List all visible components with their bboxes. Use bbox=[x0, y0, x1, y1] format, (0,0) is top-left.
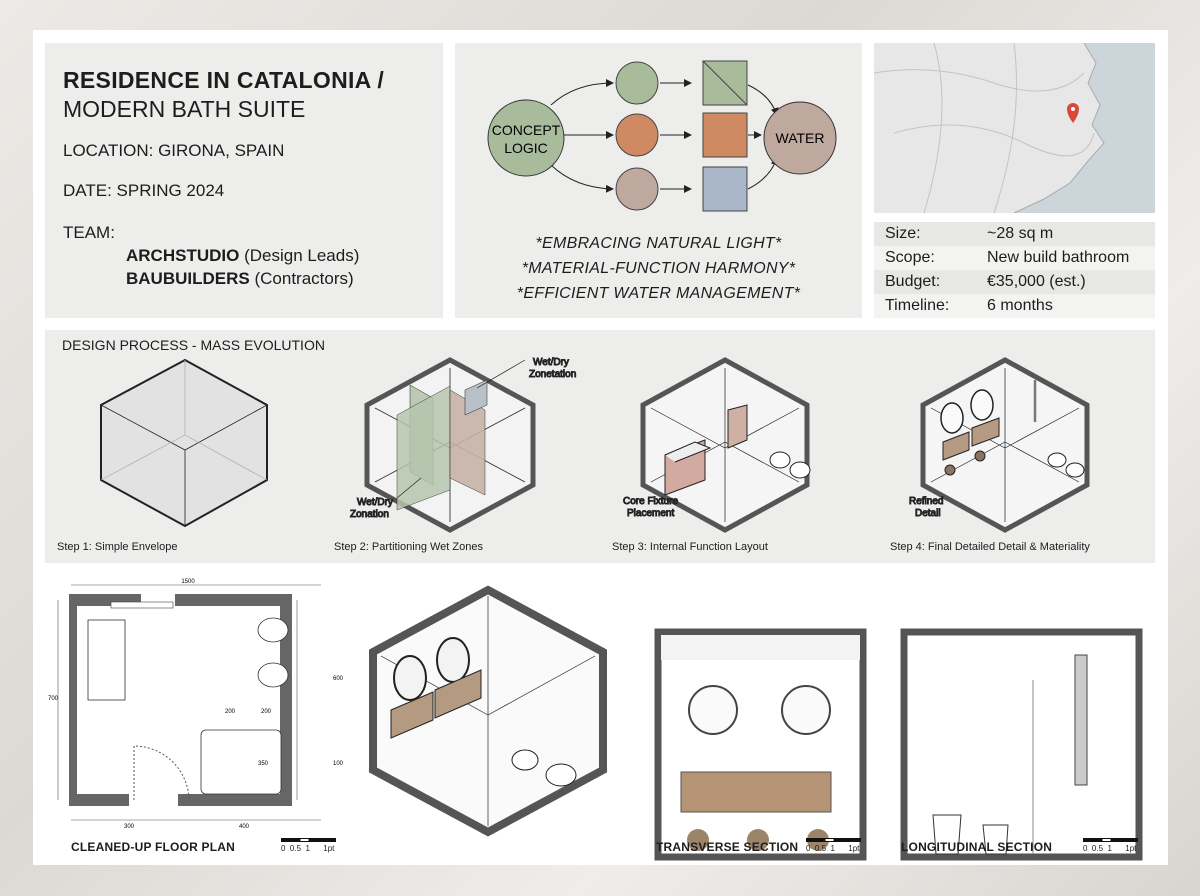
principle: *EMBRACING NATURAL LIGHT* bbox=[535, 235, 782, 252]
axonometric-view bbox=[369, 585, 607, 837]
technical-drawings: 1500 700 600 100 300 400 200 200 350 bbox=[48, 579, 1143, 861]
svg-text:200: 200 bbox=[261, 709, 272, 715]
svg-text:Zonation: Zonation bbox=[350, 509, 389, 520]
step-label: Step 3: Internal Function Layout bbox=[612, 541, 768, 553]
principle: *MATERIAL-FUNCTION HARMONY* bbox=[521, 260, 796, 277]
svg-text:1500: 1500 bbox=[181, 579, 195, 585]
water-node bbox=[763, 101, 837, 175]
svg-text:350: 350 bbox=[258, 761, 269, 767]
location: LOCATION: GIRONA, SPAIN bbox=[63, 141, 285, 160]
svg-text:400: 400 bbox=[239, 824, 250, 830]
step2-partitions: Wet/Dry Zonetation Wet/Dry Zonation bbox=[350, 357, 577, 533]
mass-evolution-panel: DESIGN PROCESS - MASS EVOLUTION Wet/Dry … bbox=[45, 330, 1155, 563]
scale-bar: 0 0.5 1 1pt bbox=[1083, 838, 1138, 853]
fact-row: Budget:€35,000 (est.) bbox=[874, 270, 1155, 294]
step3-fixtures: Core Fixture Placement bbox=[623, 357, 811, 533]
transverse-section bbox=[654, 628, 867, 861]
svg-text:LOGIC: LOGIC bbox=[504, 140, 548, 156]
floor-plan-caption: CLEANED-UP FLOOR PLAN bbox=[71, 840, 235, 854]
fact-row: Timeline:6 months bbox=[874, 294, 1155, 318]
team-name: ARCHSTUDIO bbox=[126, 246, 240, 265]
svg-text:Wet/Dry: Wet/Dry bbox=[533, 357, 569, 368]
team-member: BAUBUILDERS (Contractors) bbox=[63, 267, 425, 290]
orange-node bbox=[615, 113, 659, 157]
svg-text:Zonetation: Zonetation bbox=[529, 369, 576, 380]
svg-text:WATER: WATER bbox=[776, 130, 825, 146]
svg-text:Core Fixture: Core Fixture bbox=[623, 496, 678, 507]
team-role: (Contractors) bbox=[254, 269, 354, 288]
svg-text:Refined: Refined bbox=[909, 496, 943, 507]
floor-plan: 1500 700 600 100 300 400 200 200 350 bbox=[48, 579, 344, 830]
longitudinal-section bbox=[900, 628, 1143, 861]
team-name: BAUBUILDERS bbox=[126, 269, 250, 288]
svg-text:200: 200 bbox=[225, 709, 236, 715]
svg-text:CONCEPT: CONCEPT bbox=[492, 122, 561, 138]
location-pin-icon bbox=[1067, 103, 1079, 123]
team-role: (Design Leads) bbox=[244, 246, 360, 265]
longitudinal-section-caption: LONGITUDINAL SECTION bbox=[901, 840, 1053, 854]
team-label: TEAM: bbox=[63, 223, 115, 242]
principle: *EFFICIENT WATER MANAGEMENT* bbox=[516, 285, 801, 302]
step-label: Step 1: Simple Envelope bbox=[57, 541, 178, 553]
green-node bbox=[615, 61, 659, 105]
concept-diagram-panel: CONCEPT LOGIC WATER *EMBRACING NATURAL L… bbox=[455, 43, 862, 318]
site-map[interactable] bbox=[874, 43, 1155, 213]
svg-text:600: 600 bbox=[333, 676, 344, 682]
step4-final: Refined Detail bbox=[909, 357, 1090, 533]
svg-text:700: 700 bbox=[48, 696, 59, 702]
svg-text:Detail: Detail bbox=[915, 508, 941, 519]
step-label: Step 4: Final Detailed Detail & Material… bbox=[890, 541, 1090, 553]
svg-text:300: 300 bbox=[124, 824, 135, 830]
svg-text:100: 100 bbox=[333, 761, 344, 767]
mass-evolution-diagrams: Wet/Dry Zonetation Wet/Dry Zonation Core… bbox=[100, 357, 1090, 533]
project-info-panel: RESIDENCE IN CATALONIA / MODERN BATH SUI… bbox=[45, 43, 443, 318]
team: TEAM: ARCHSTUDIO (Design Leads) BAUBUILD… bbox=[63, 221, 425, 290]
date: DATE: SPRING 2024 bbox=[63, 181, 225, 200]
step1-envelope bbox=[100, 358, 268, 528]
team-member: ARCHSTUDIO (Design Leads) bbox=[63, 244, 425, 267]
concept-diagram: CONCEPT LOGIC WATER bbox=[487, 60, 837, 212]
concept-node bbox=[487, 99, 565, 177]
svg-text:Placement: Placement bbox=[627, 508, 674, 519]
fact-row: Scope:New build bathroom bbox=[874, 246, 1155, 270]
transverse-section-caption: TRANSVERSE SECTION bbox=[656, 840, 799, 854]
svg-text:Wet/Dry: Wet/Dry bbox=[357, 497, 393, 508]
fact-row: Size:~28 sq m bbox=[874, 222, 1155, 246]
presentation-board: RESIDENCE IN CATALONIA / MODERN BATH SUI… bbox=[33, 30, 1168, 865]
project-subtitle: MODERN BATH SUITE bbox=[63, 96, 306, 122]
project-title: RESIDENCE IN CATALONIA / bbox=[63, 67, 385, 93]
scale-bar: 0 0.5 1 1pt bbox=[281, 838, 336, 853]
project-facts-table: Size:~28 sq m Scope:New build bathroom B… bbox=[874, 222, 1155, 318]
section-title: DESIGN PROCESS - MASS EVOLUTION bbox=[62, 337, 325, 353]
design-principles: *EMBRACING NATURAL LIGHT* *MATERIAL-FUNC… bbox=[455, 231, 862, 306]
scale-bar: 0 0.5 1 1pt bbox=[806, 838, 861, 853]
step-label: Step 2: Partitioning Wet Zones bbox=[334, 541, 483, 553]
mauve-node bbox=[615, 167, 659, 211]
